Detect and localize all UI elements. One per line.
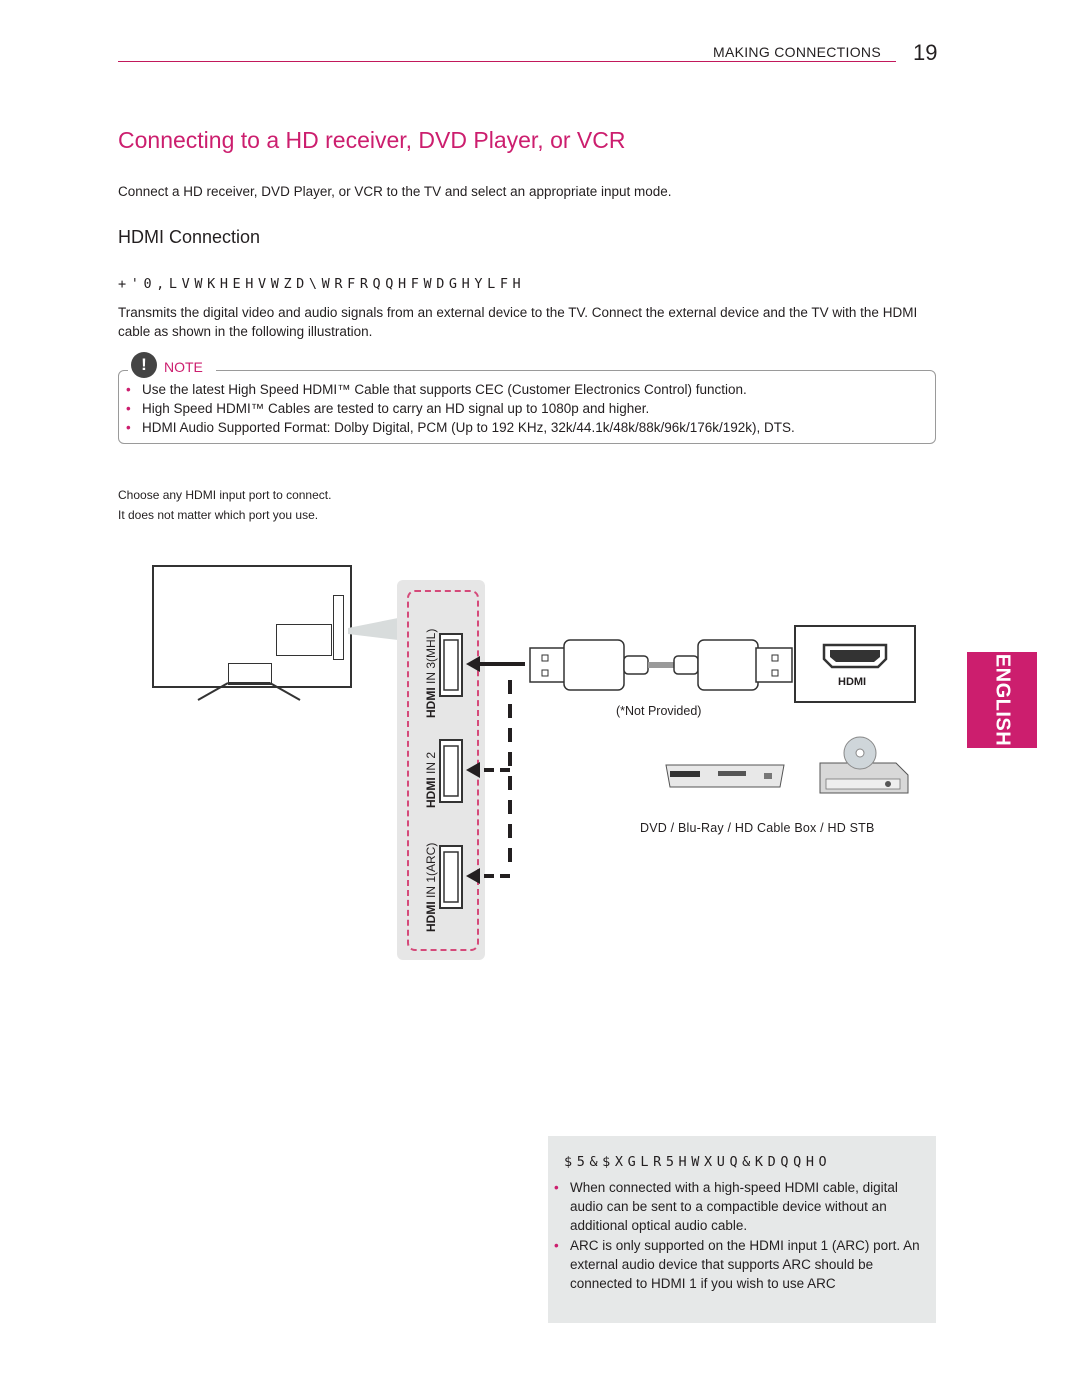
tv-panel-detail xyxy=(276,624,332,656)
diagram-caption-line2: It does not matter which port you use. xyxy=(118,508,319,522)
tv-side-detail xyxy=(333,595,344,660)
note-item: Use the latest High Speed HDMI™ Cable th… xyxy=(124,380,929,399)
note-item: High Speed HDMI™ Cables are tested to ca… xyxy=(124,399,929,418)
arc-item: ARC is only supported on the HDMI input … xyxy=(552,1236,924,1293)
tv-leg-right xyxy=(269,682,301,701)
arrow-head-icon xyxy=(466,656,480,672)
cable-not-provided-note: (*Not Provided) xyxy=(616,704,702,718)
note-label: NOTE xyxy=(164,359,203,375)
arrow-head-icon xyxy=(466,868,480,884)
zoom-callout-wedge xyxy=(348,618,398,640)
set-top-box-icon xyxy=(819,762,909,794)
dvd-player-icon xyxy=(665,764,785,788)
diagram-caption-line1: Choose any HDMI input port to connect. xyxy=(118,488,332,502)
header-rule xyxy=(118,61,896,62)
note-list: Use the latest High Speed HDMI™ Cable th… xyxy=(124,380,929,437)
arc-item: When connected with a high-speed HDMI ca… xyxy=(552,1178,924,1235)
language-tab xyxy=(967,652,1037,748)
hdmi-port-1 xyxy=(439,845,463,909)
running-header-section: MAKING CONNECTIONS xyxy=(713,44,881,60)
intro-paragraph: Connect a HD receiver, DVD Player, or VC… xyxy=(118,184,672,199)
arc-title: $5&$XGLR5HWXUQ&KDQQHO xyxy=(564,1154,832,1170)
device-hdmi-port xyxy=(794,625,916,703)
hdmi-socket-icon xyxy=(822,643,888,669)
section-body: Transmits the digital video and audio si… xyxy=(118,305,918,339)
devices-illustration xyxy=(665,736,909,794)
device-hdmi-label: HDMI xyxy=(838,676,867,688)
devices-caption: DVD / Blu-Ray / HD Cable Box / HD STB xyxy=(640,821,875,835)
tv-stand-legs-and-callout xyxy=(197,618,398,701)
hdmi-cable-illustration xyxy=(529,639,793,691)
hdmi-port-3 xyxy=(439,633,463,697)
tv-stand xyxy=(228,663,272,685)
hdmi-port-2 xyxy=(439,739,463,803)
note-item: HDMI Audio Supported Format: Dolby Digit… xyxy=(124,418,929,437)
section-heading: HDMI Connection xyxy=(118,227,261,247)
note-box xyxy=(118,370,936,444)
section-subheading: +'0,LVWKHEHVWZD\WRFRQQHFWDGHYLFH xyxy=(118,276,526,292)
connection-diagram xyxy=(439,633,793,909)
arrow-head-icon xyxy=(466,762,480,778)
arc-list: When connected with a high-speed HDMI ca… xyxy=(552,1178,924,1294)
disc-icon xyxy=(843,736,877,770)
page-number: 19 xyxy=(913,40,938,65)
exclamation-icon: ! xyxy=(131,352,157,378)
page-title: Connecting to a HD receiver, DVD Player,… xyxy=(118,127,626,153)
tv-leg-left xyxy=(197,682,229,701)
language-tab-label: ENGLISH xyxy=(991,653,1014,747)
